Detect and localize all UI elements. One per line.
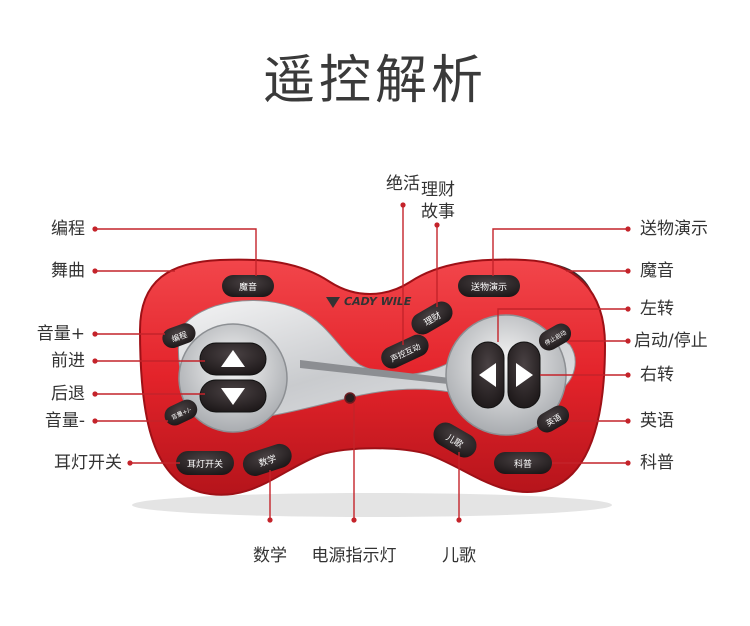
label-juehuo: 绝活 (386, 174, 420, 194)
callout-line-zuozhuan (497, 308, 628, 342)
erdeng-button-label: 耳灯开关 (187, 458, 223, 470)
volume-button[interactable]: 音量+/- (161, 396, 200, 428)
biancheng-button[interactable]: 编程 (160, 320, 199, 350)
page-title: 遥控解析 (262, 51, 487, 111)
erdeng-button[interactable]: 耳灯开关 (176, 451, 234, 475)
label-erge: 儿歌 (442, 546, 476, 566)
moyin-button[interactable]: 魔音 (222, 275, 274, 297)
turn-right-button[interactable] (507, 341, 541, 409)
turn-left-button[interactable] (471, 341, 505, 409)
label-biancheng: 编程 (51, 219, 85, 239)
left-dpad-well (178, 323, 288, 433)
arrow-down-icon (221, 388, 245, 405)
label-songwu: 送物演示 (640, 219, 708, 239)
label-moyin: 魔音 (640, 261, 674, 281)
brand-text: CADY WILE (343, 295, 413, 308)
callout-line-biancheng (95, 228, 257, 276)
arrow-left-icon (479, 363, 496, 387)
backward-button[interactable] (199, 379, 267, 413)
label-qianjin: 前进 (51, 351, 85, 371)
remote-shadow (132, 493, 612, 517)
label-erdeng: 耳灯开关 (54, 453, 122, 473)
label-zuozhuan: 左转 (640, 299, 674, 319)
arrow-right-icon (516, 363, 533, 387)
songwu-button[interactable]: 送物演示 (458, 275, 520, 297)
center-groove (300, 360, 450, 384)
label-houtui: 后退 (51, 384, 85, 404)
licai-button[interactable]: 理财 (407, 297, 456, 338)
label-qidong: 启动/停止 (634, 331, 708, 351)
label-dianyuan: 电源指示灯 (311, 546, 397, 566)
power-indicator-led (344, 392, 356, 404)
callout-lines (95, 205, 628, 520)
callout-line-songwu (492, 228, 628, 276)
label-wuqu: 舞曲 (51, 261, 85, 281)
brand-logo-icon (326, 297, 340, 308)
label-licai-2: 故事 (421, 202, 455, 222)
shuxue-button[interactable]: 数学 (240, 441, 295, 479)
label-yinliang-plus: 音量+ (36, 324, 85, 344)
label-shuxue: 数学 (253, 546, 287, 566)
label-yinliang-minus: 音量- (44, 411, 85, 431)
label-kepu: 科普 (640, 453, 674, 473)
kepu-button-label: 科普 (514, 458, 532, 470)
kepu-button[interactable]: 科普 (494, 452, 552, 474)
arrow-up-icon (221, 350, 245, 367)
songwu-button-label: 送物演示 (471, 281, 507, 293)
label-youzhuan: 右转 (640, 365, 674, 385)
erge-button[interactable]: 儿歌 (429, 418, 481, 462)
forward-button[interactable] (199, 342, 267, 376)
label-yingyu: 英语 (640, 411, 674, 431)
label-licai-1: 理财 (421, 180, 455, 200)
moyin-button-label: 魔音 (239, 281, 257, 293)
callout-dots (92, 202, 631, 523)
yingyu-button[interactable]: 英语 (533, 402, 572, 436)
shengkong-button[interactable]: 声控互动 (378, 331, 433, 372)
qidong-button[interactable]: 停止启动 (535, 320, 574, 354)
